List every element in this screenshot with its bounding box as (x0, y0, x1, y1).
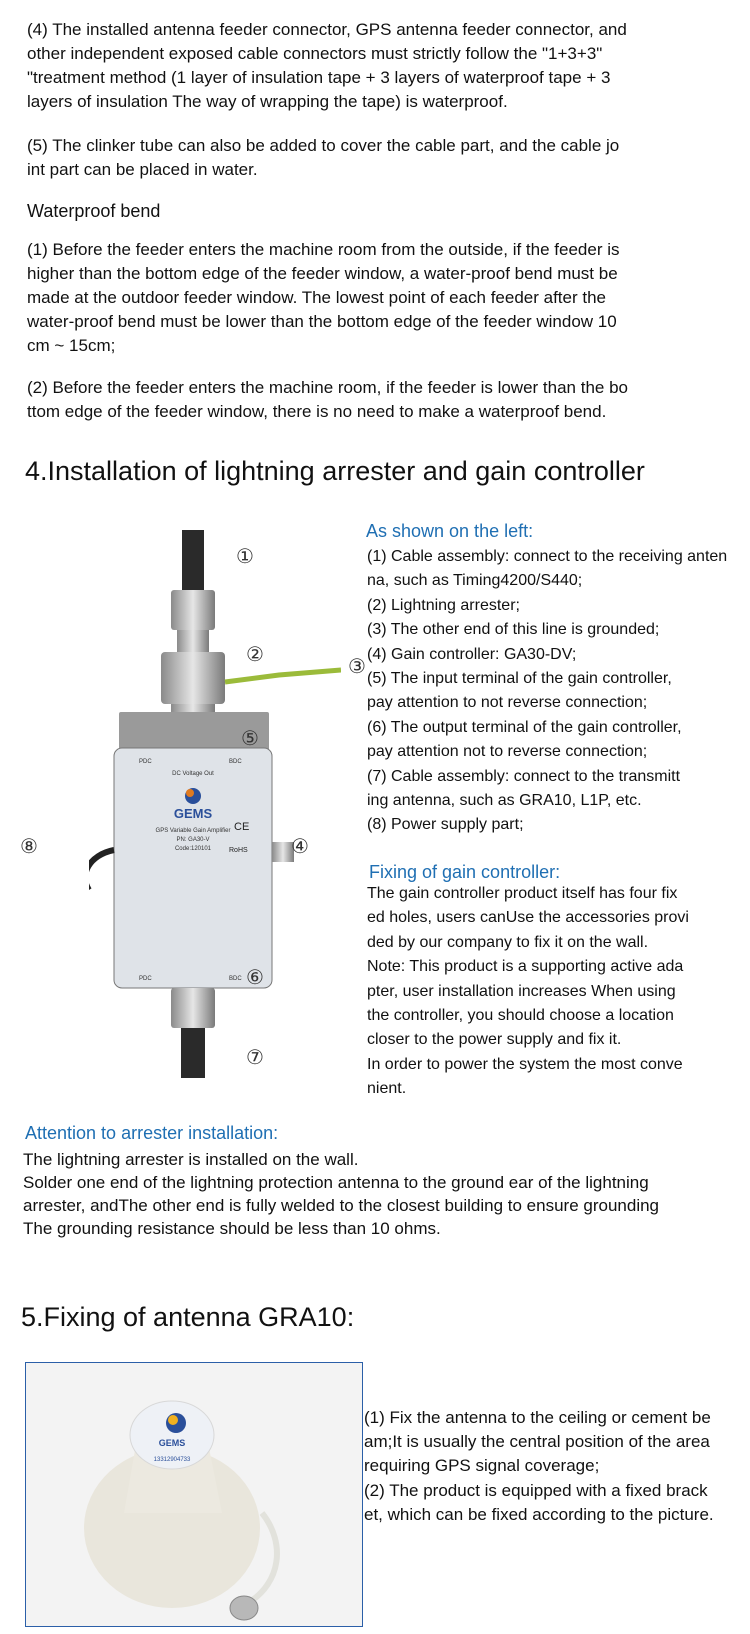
gain-controller-body (113, 747, 273, 989)
as-shown-line: (2) Lightning arrester; (367, 596, 520, 614)
as-shown-list: (1) Cable assembly: connect to the recei… (367, 545, 727, 838)
paragraph-line: am;It is usually the central position of… (364, 1432, 710, 1451)
paragraph-line: "treatment method (1 layer of insulation… (27, 68, 611, 87)
as-shown-line: (6) The output terminal of the gain cont… (367, 718, 682, 736)
as-shown-title: As shown on the left: (366, 521, 534, 541)
callout-7: ⑦ (246, 1045, 264, 1069)
paragraph-line: (2) Before the feeder enters the machine… (27, 378, 629, 397)
as-shown-line: (4) Gain controller: GA30-DV; (367, 645, 577, 663)
as-shown-line: (5) The input terminal of the gain contr… (367, 670, 672, 688)
device-code-label: Code:120101 (175, 846, 212, 852)
fixing-line: The gain controller product itself has f… (367, 885, 678, 902)
as-shown-line: (7) Cable assembly: connect to the trans… (367, 767, 681, 785)
attention-line: The lightning arrester is installed on t… (23, 1150, 359, 1169)
antenna-brand-label: GEMS (159, 1438, 186, 1448)
fixing-line: nient. (367, 1080, 407, 1098)
paragraph-line: ttom edge of the feeder window, there is… (27, 402, 607, 421)
attention-line: Solder one end of the lightning protecti… (23, 1173, 649, 1192)
antenna-paragraph-1: (1) Fix the antenna to the ceiling or ce… (364, 1406, 711, 1478)
paragraph-line: et, which can be fixed according to the … (364, 1505, 714, 1524)
attention-title: Attention to arrester installation: (25, 1123, 279, 1143)
paragraph-line: water-proof bend must be lower than the … (27, 312, 617, 331)
device-brand-label: GEMS (174, 806, 213, 821)
paragraph-line: layers of insulation The way of wrapping… (27, 92, 508, 111)
paragraph-5: (5) The clinker tube can also be added t… (27, 134, 619, 182)
callout-5: ⑤ (241, 726, 259, 750)
paragraph-line: (4) The installed antenna feeder connect… (27, 20, 627, 39)
callout-3: ③ (348, 654, 366, 678)
as-shown-line: pay attention to not reverse connection; (367, 694, 648, 712)
section-4-title: 4.Installation of lightning arrester and… (25, 456, 645, 486)
gain-controller-photo: GEMS GPS Variable Gain Amplifier PN: GA3… (82, 530, 342, 1078)
fixing-gain-controller-text: The gain controller product itself has f… (367, 882, 689, 1102)
paragraph-line: int part can be placed in water. (27, 160, 258, 179)
callout-2: ② (246, 642, 264, 666)
ground-wire (224, 667, 342, 685)
antenna-paragraph-2: (2) The product is equipped with a fixed… (364, 1479, 714, 1527)
fixing-line: ded by our company to fix it on the wall… (367, 933, 649, 951)
paragraph-line: made at the outdoor feeder window. The l… (27, 288, 607, 307)
fixing-line: the controller, you should choose a loca… (367, 1007, 674, 1025)
callout-1: ① (236, 544, 254, 568)
device-product-label: GPS Variable Gain Amplifier (156, 828, 231, 834)
paragraph-line: (5) The clinker tube can also be added t… (27, 136, 620, 155)
bend-paragraph-2: (2) Before the feeder enters the machine… (27, 376, 628, 424)
top-cable (182, 530, 204, 600)
paragraph-line: (1) Before the feeder enters the machine… (27, 240, 620, 259)
callout-4: ④ (291, 834, 309, 858)
paragraph-line: (1) Fix the antenna to the ceiling or ce… (364, 1408, 711, 1427)
callout-6: ⑥ (246, 965, 264, 989)
antenna-phone-label: 13312904733 (154, 1457, 191, 1463)
fixing-line: pter, user installation increases When u… (367, 982, 676, 1000)
paragraph-line: other independent exposed cable connecto… (27, 44, 603, 63)
waterproof-bend-title: Waterproof bend (27, 201, 161, 221)
attention-text: The lightning arrester is installed on t… (23, 1148, 659, 1240)
as-shown-line: (3) The other end of this line is ground… (367, 621, 660, 639)
device-ce-label: CE (234, 821, 249, 833)
device-pn-label: PN: GA30-V (176, 837, 209, 843)
device-pdc-label: PDC (139, 759, 152, 765)
antenna-connector (229, 1595, 259, 1621)
bend-paragraph-1: (1) Before the feeder enters the machine… (27, 238, 619, 358)
device-dc-out-label: DC Voltage Out (172, 771, 214, 777)
paragraph-line: requiring GPS signal coverage; (364, 1456, 600, 1475)
section-5-title: 5.Fixing of antenna GRA10: (21, 1302, 355, 1332)
paragraph-line: higher than the bottom edge of the feede… (27, 264, 618, 283)
bottom-cable (181, 1028, 205, 1078)
device-bdc-label: BDC (229, 759, 242, 765)
as-shown-line: ing antenna, such as GRA10, L1P, etc. (367, 792, 642, 810)
as-shown-line: (1) Cable assembly: connect to the recei… (367, 548, 728, 565)
svg-text:PDC: PDC (139, 976, 152, 982)
device-rohs-label: RoHS (229, 847, 248, 854)
paragraph-line: cm ~ 15cm; (27, 336, 116, 355)
antenna-photo: GEMS 13312904733 (25, 1362, 363, 1627)
attention-line: The grounding resistance should be less … (23, 1219, 441, 1238)
fixing-gain-controller-title: Fixing of gain controller: (369, 862, 561, 882)
antenna-cable (246, 1511, 280, 1606)
svg-text:BDC: BDC (229, 976, 242, 982)
fixing-line: In order to power the system the most co… (367, 1055, 683, 1073)
lightning-arrester (161, 652, 225, 704)
paragraph-line: (2) The product is equipped with a fixed… (364, 1481, 708, 1500)
callout-8: ⑧ (20, 834, 38, 858)
attention-line: arrester, andThe other end is fully weld… (23, 1196, 660, 1215)
as-shown-line: na, such as Timing4200/S440; (367, 572, 583, 590)
fixing-line: Note: This product is a supporting activ… (367, 958, 684, 976)
paragraph-4: (4) The installed antenna feeder connect… (27, 18, 627, 114)
as-shown-line: (8) Power supply part; (367, 816, 524, 834)
fixing-line: ed holes, users canUse the accessories p… (367, 909, 689, 927)
as-shown-line: pay attention not to reverse connection; (367, 743, 648, 761)
fixing-line: closer to the power supply and fix it. (367, 1031, 622, 1049)
